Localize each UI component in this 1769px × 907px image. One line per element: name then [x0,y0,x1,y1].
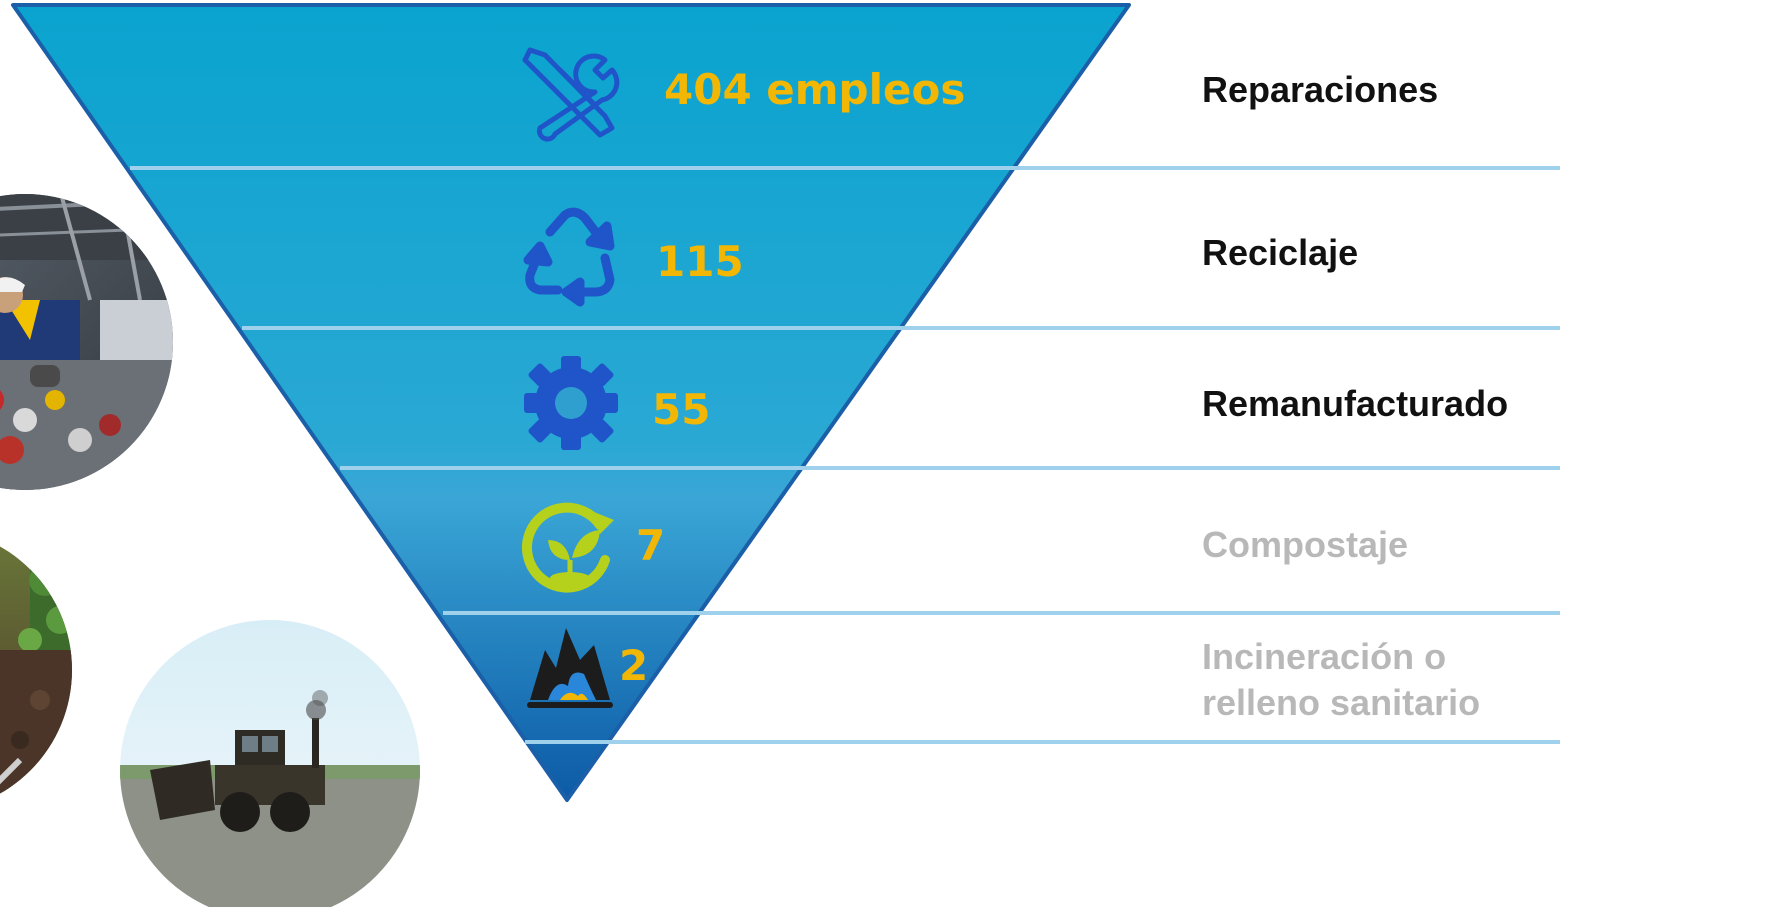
level-3-label: Remanufacturado [1202,383,1509,424]
level-3-count: 55 [652,385,711,434]
fire-incineration-icon [527,628,613,708]
gear-icon [524,356,618,450]
level-4-label: Compostaje [1202,524,1409,565]
level-5-count: 2 [619,641,649,690]
level-2-label: Reciclaje [1202,232,1359,273]
recycling-worker-photo [0,194,173,490]
level-dividers [130,166,1560,744]
level-4-count: 7 [636,521,666,570]
level-2-count: 115 [656,237,744,286]
recycle-icon [523,207,615,307]
compost-soil-photo [0,528,72,812]
level-5-label: Incineración o relleno sanitario [1202,636,1481,723]
wrench-screwdriver-icon [522,47,620,142]
landfill-bulldozer-photo [120,620,420,907]
level-1-label: Reparaciones [1202,69,1439,110]
level-1-count: 404 empleos [664,65,966,114]
compost-leaf-icon [522,502,614,593]
